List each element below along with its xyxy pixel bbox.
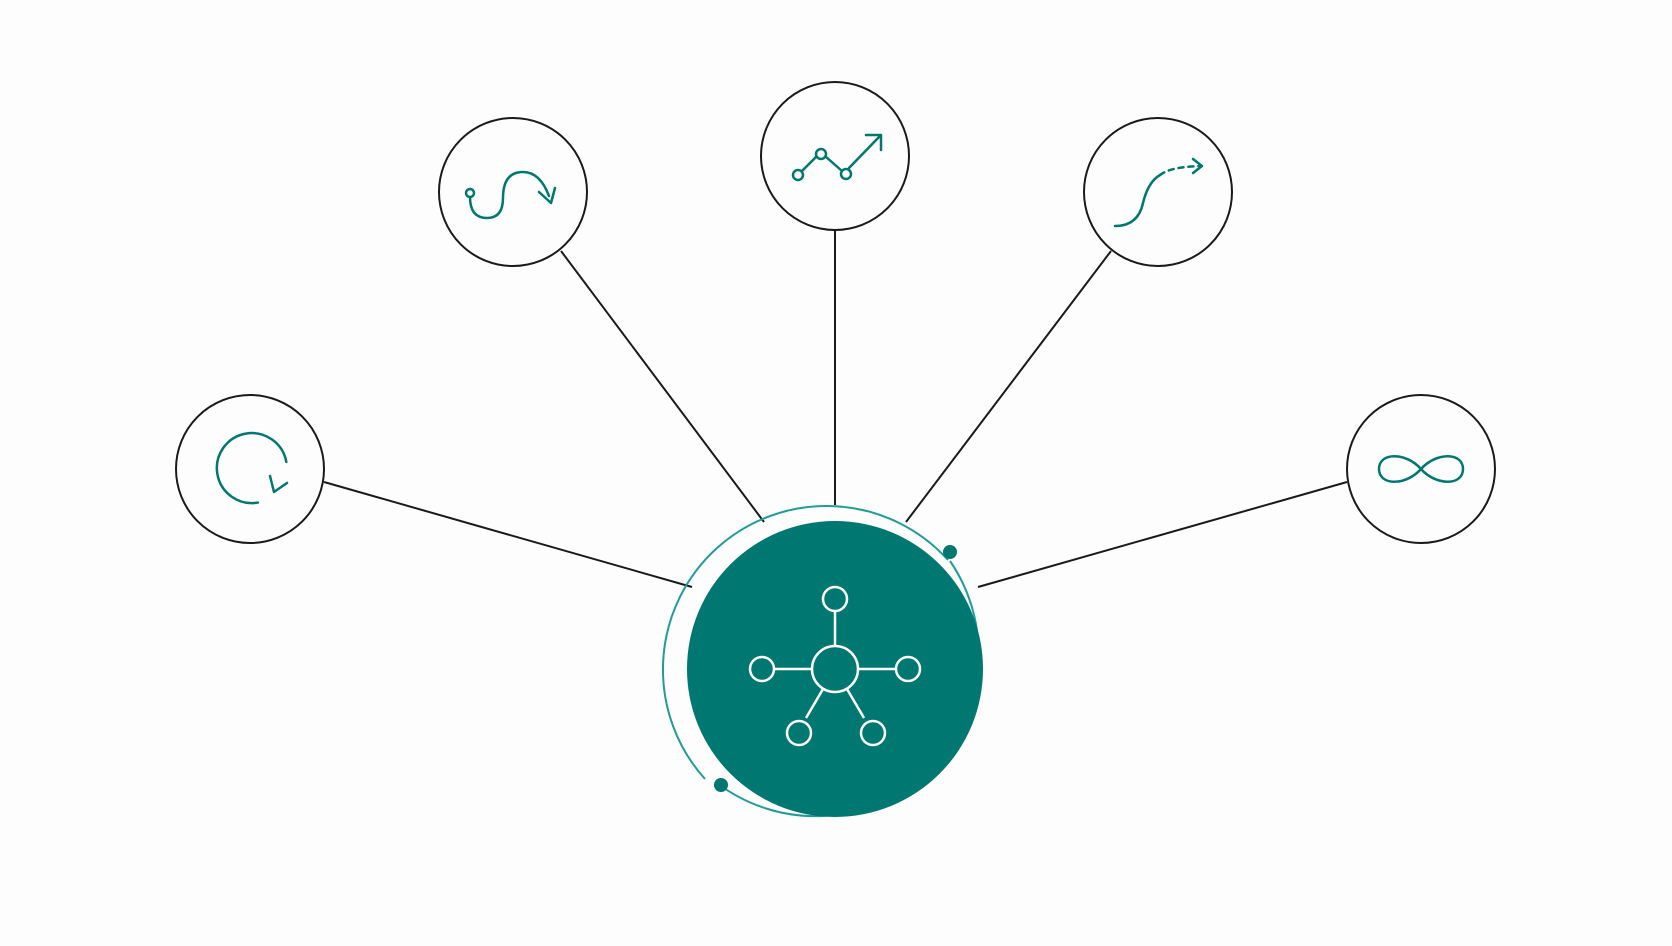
winding-path-arrow-icon bbox=[464, 170, 557, 220]
hub-node[interactable] bbox=[662, 504, 983, 818]
node-path-circle bbox=[438, 117, 588, 267]
trend-up-arrow-icon bbox=[791, 133, 883, 182]
node-infinity[interactable] bbox=[1346, 394, 1496, 544]
node-growth-circle bbox=[760, 81, 910, 231]
node-cycle-circle bbox=[175, 394, 325, 544]
infinity-icon bbox=[1377, 455, 1465, 483]
node-curve[interactable] bbox=[1083, 117, 1233, 267]
curved-dashed-arrow-icon bbox=[1113, 157, 1204, 228]
node-curve-circle bbox=[1083, 117, 1233, 267]
connector-lines bbox=[323, 230, 1348, 588]
hub-circle bbox=[687, 521, 983, 817]
node-cycle[interactable] bbox=[175, 394, 325, 544]
ring-dot-bottom bbox=[714, 778, 728, 792]
connector-curve bbox=[905, 250, 1112, 523]
connector-path bbox=[560, 250, 765, 523]
network-nodes-icon bbox=[748, 585, 922, 747]
node-growth[interactable] bbox=[760, 81, 910, 231]
node-path[interactable] bbox=[438, 117, 588, 267]
connector-cycle bbox=[323, 481, 693, 588]
hub-outer-ring-left bbox=[662, 504, 949, 780]
ring-dot-top bbox=[943, 545, 957, 559]
circular-arrow-icon bbox=[215, 431, 289, 505]
connector-infinity bbox=[977, 481, 1348, 588]
